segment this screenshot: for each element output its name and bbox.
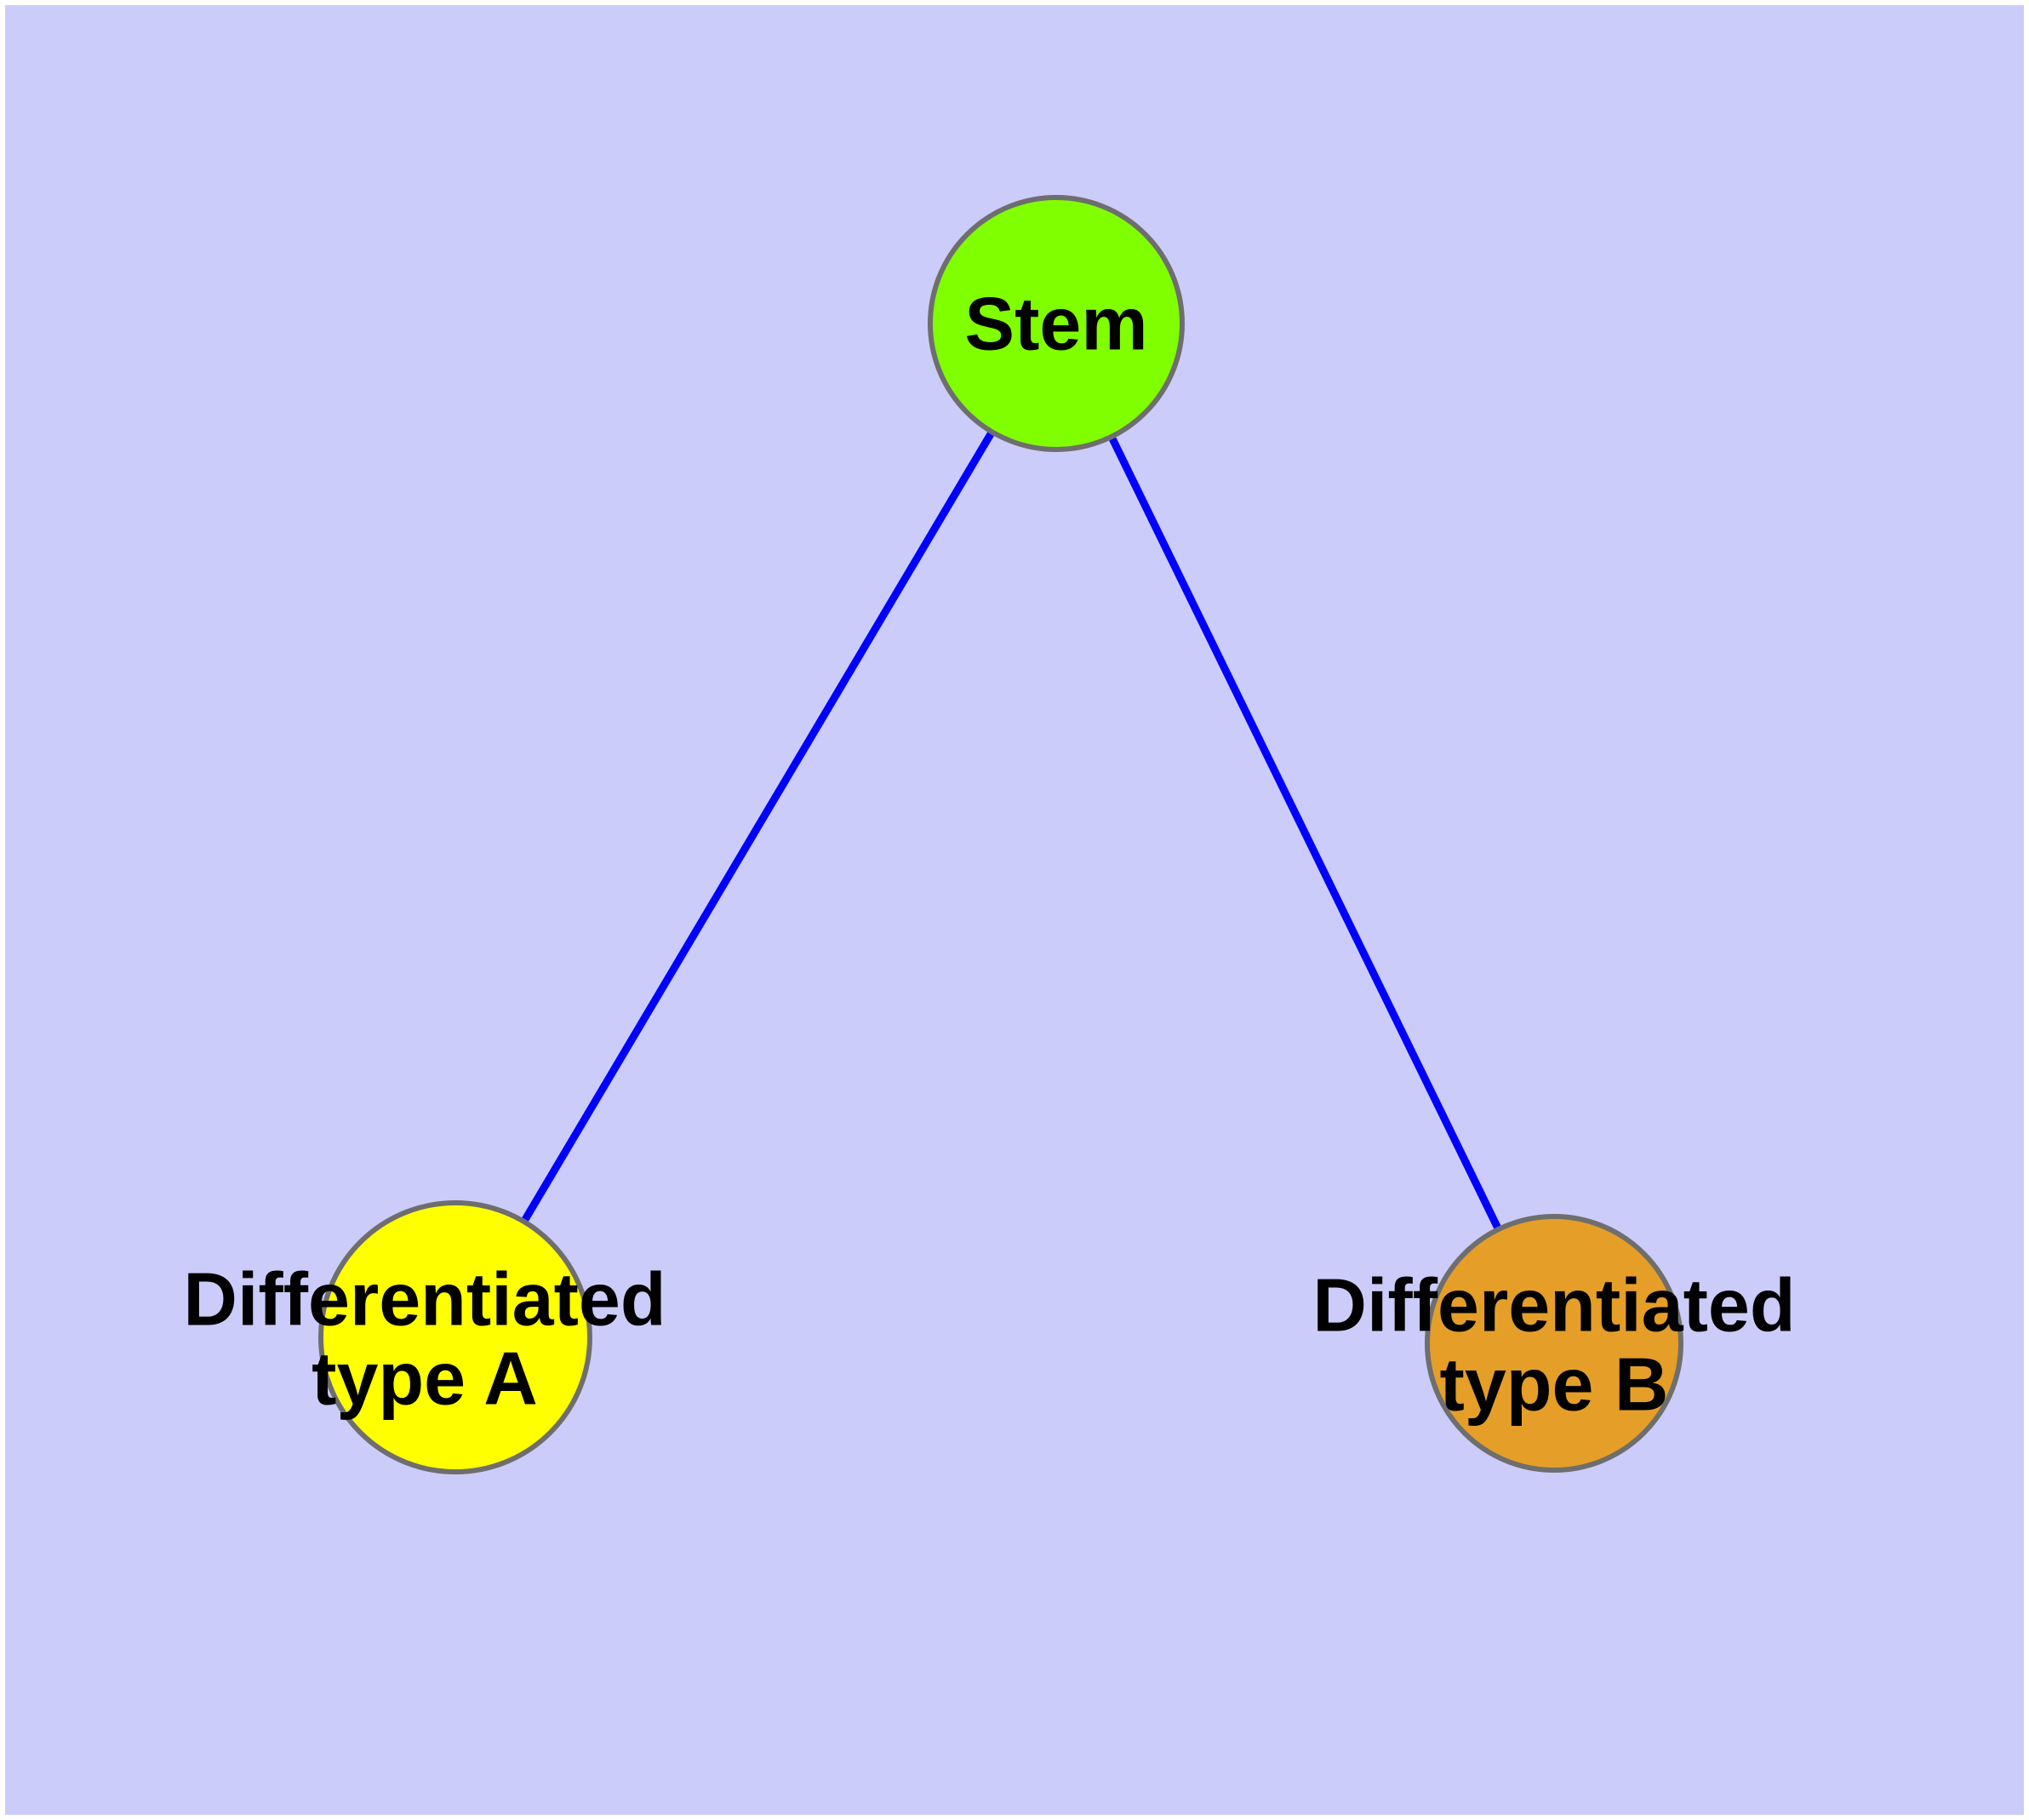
node-differentiated-type-a[interactable] (318, 1200, 592, 1474)
node-differentiated-type-b[interactable] (1425, 1214, 1683, 1473)
node-stem[interactable] (928, 195, 1185, 452)
edge-stem-to-differentiated-type-a (522, 432, 994, 1222)
edge-layer (522, 432, 1501, 1229)
edge-stem-to-differentiated-type-b (1109, 437, 1501, 1229)
